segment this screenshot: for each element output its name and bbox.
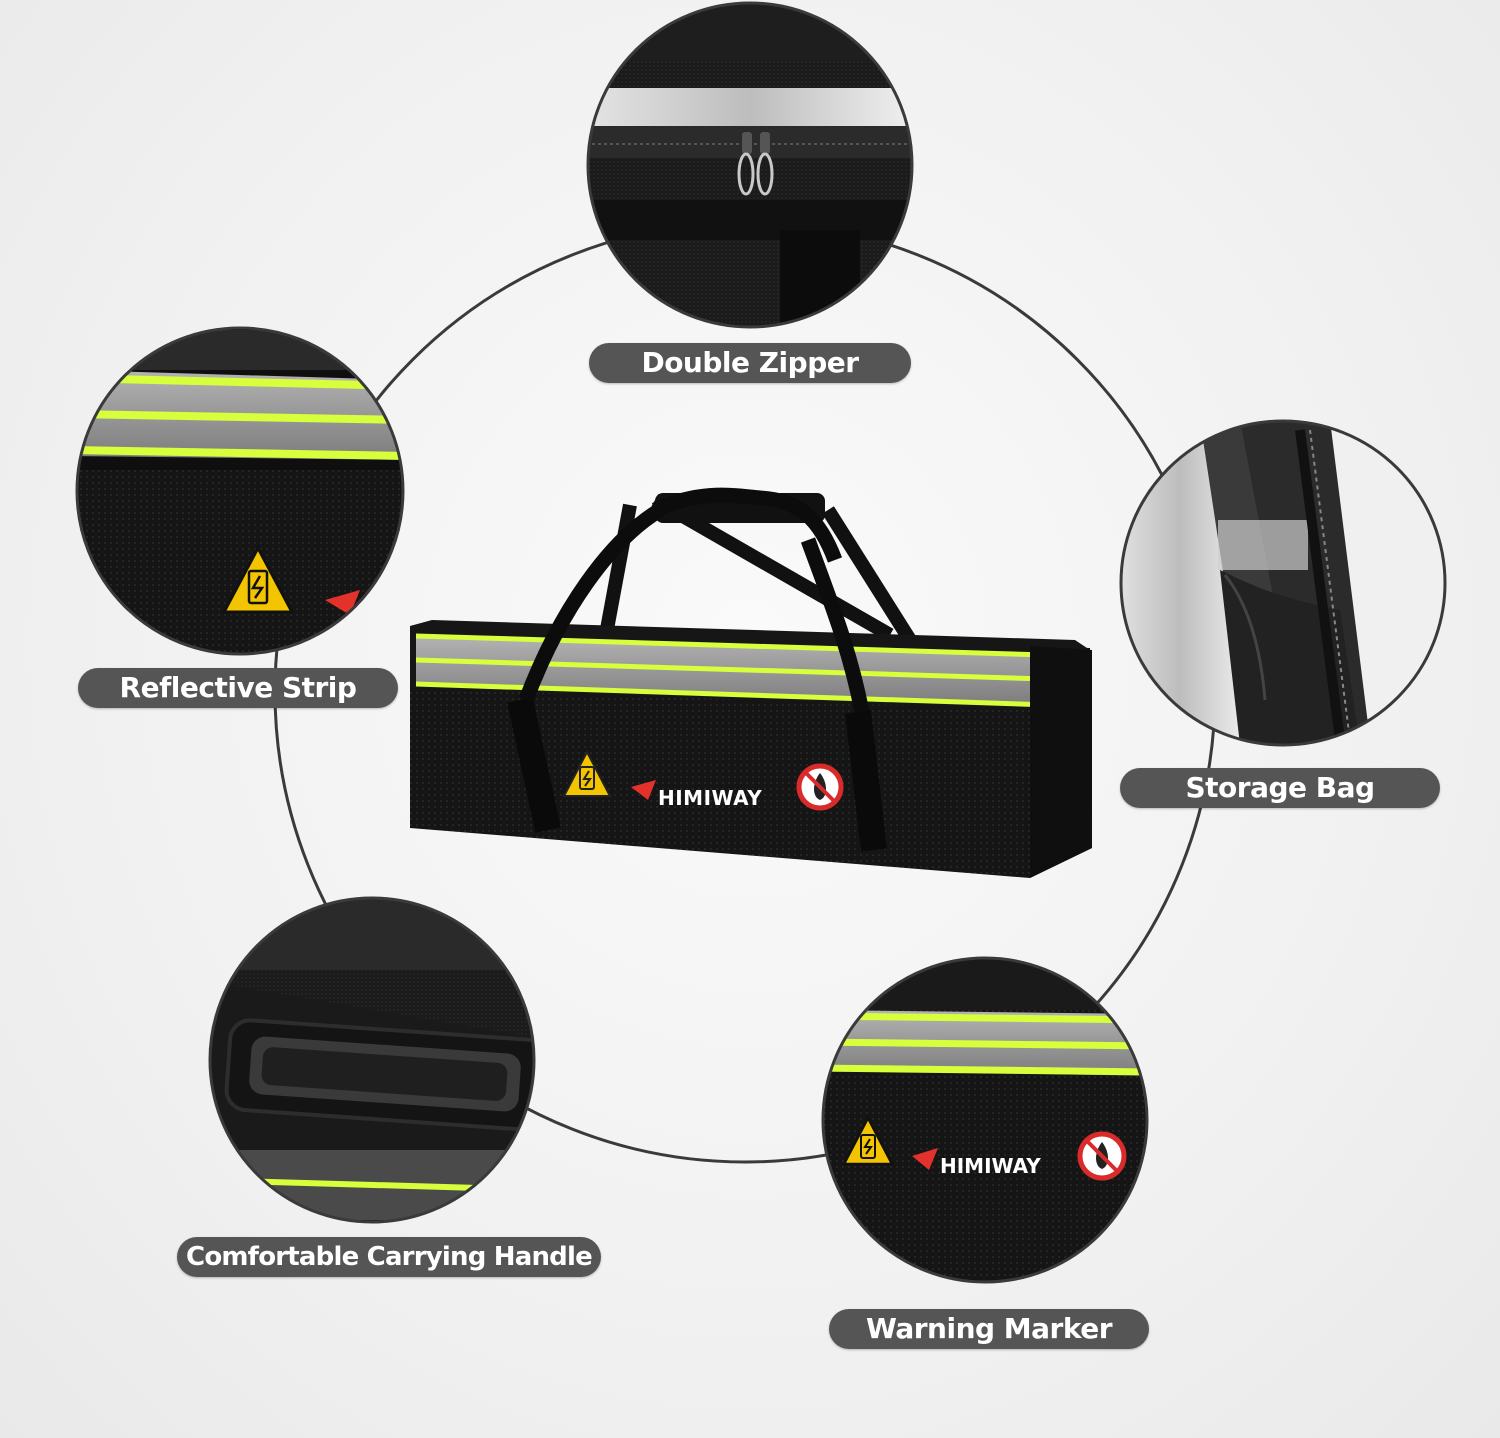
- no-fire-icon: [796, 763, 844, 811]
- carrying-handle-detail: [208, 896, 536, 1224]
- himiway-logo-icon: [631, 780, 656, 800]
- warning-marker-brand-text: HIMIWAY: [940, 1154, 1041, 1178]
- storage-bag-label: Storage Bag: [1120, 768, 1440, 808]
- warning-marker-detail: HIMIWAY: [821, 956, 1149, 1284]
- carrying-handle-label: Comfortable Carrying Handle: [177, 1237, 601, 1277]
- storage-bag-detail: [1119, 419, 1447, 747]
- main-bag: HIMIWAY: [410, 487, 1092, 878]
- reflective-strip-detail: [75, 326, 405, 656]
- main-bag-brand-text: HIMIWAY: [658, 786, 762, 810]
- double-zipper-detail: [586, 1, 914, 329]
- double-zipper-label: Double Zipper: [589, 343, 911, 383]
- warning-marker-label: Warning Marker: [829, 1309, 1149, 1349]
- reflective-strip-label: Reflective Strip: [78, 668, 398, 708]
- battery-warning-icon: [562, 749, 612, 797]
